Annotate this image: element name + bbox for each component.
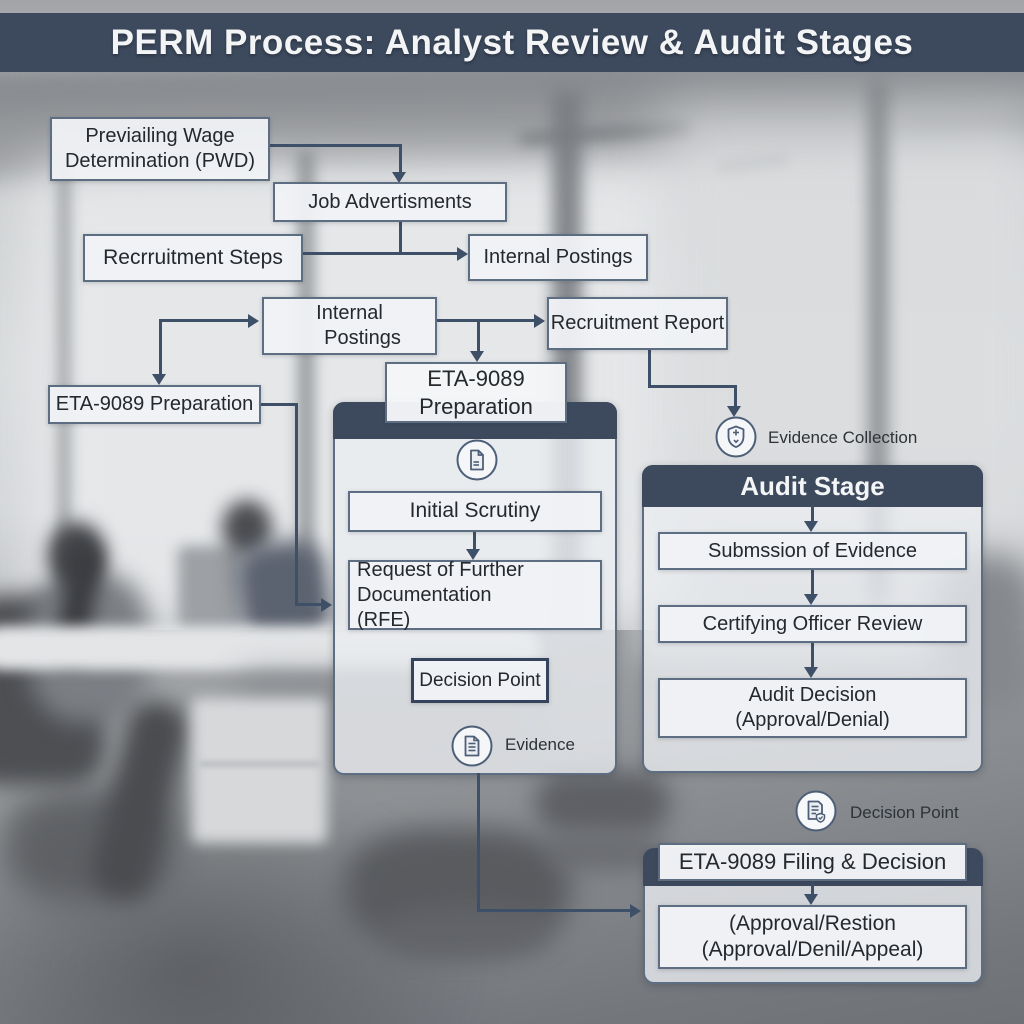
flow-connector <box>159 319 249 322</box>
decision-point-label: Decision Point <box>850 803 959 823</box>
arrow-down-icon <box>804 667 818 678</box>
flow-connector <box>295 403 298 606</box>
pwd-line2: Determination (PWD) <box>64 150 256 172</box>
filing-decision-title: ETA-9089 Filing & Decision <box>678 849 947 875</box>
evidence-document-icon <box>451 725 493 767</box>
rfe-box: Request of Further Documentation (RFE) <box>348 558 602 631</box>
decision-point-box: Decision Point <box>411 658 549 703</box>
recruitment-steps-box: Recrruitment Steps <box>83 234 303 282</box>
approval-line1: (Approval/Restion <box>729 911 896 935</box>
analyst-title-line1: ETA-9089 <box>427 366 525 391</box>
recruitment-report-box: Recruitment Report <box>547 297 728 350</box>
flow-connector <box>295 603 322 606</box>
evidence-label: Evidence <box>505 735 575 755</box>
internal-postings-label: Internal Postings <box>483 246 633 268</box>
audit-stage-title: Audit Stage <box>740 471 885 501</box>
page-title: PERM Process: Analyst Review & Audit Sta… <box>110 22 914 62</box>
job-advertisements-box: Job Advertisments <box>273 182 507 222</box>
bg-shape <box>200 762 320 766</box>
arrow-right-icon <box>630 904 641 918</box>
eta-prep-label: ETA-9089 Preparation <box>55 393 254 415</box>
bg-cabinet <box>192 698 327 843</box>
flow-connector <box>473 532 476 552</box>
initial-scrutiny-box: Initial Scrutiny <box>348 491 602 532</box>
bg-monitor <box>178 546 242 638</box>
audit-stage-header: Audit Stage <box>642 465 983 507</box>
arrow-right-icon <box>321 598 332 612</box>
shield-evidence-icon <box>715 416 757 458</box>
audit-decision-line1: Audit Decision <box>748 684 877 706</box>
flow-connector <box>811 570 814 596</box>
document-icon <box>456 439 498 481</box>
internal-postings2-line1: Internal <box>316 302 383 324</box>
arrow-right-icon <box>457 247 468 261</box>
flow-connector <box>303 252 458 255</box>
flow-connector <box>811 643 814 669</box>
pwd-line1: Previailing Wage <box>85 125 235 147</box>
flow-connector <box>811 505 814 524</box>
audit-decision-line2: (Approval/Denial) <box>735 709 890 731</box>
arrow-down-icon <box>466 549 480 560</box>
rfe-line2: (RFE) <box>357 608 411 631</box>
bg-chair <box>535 772 670 834</box>
eta-9089-preparation-box: ETA-9089 Preparation <box>48 385 261 424</box>
certifying-officer-review-label: Certifying Officer Review <box>702 612 923 635</box>
arrow-down-icon <box>152 374 166 385</box>
flow-connector <box>268 144 402 147</box>
flow-connector <box>258 403 298 406</box>
flow-connector <box>477 773 480 912</box>
title-bar: PERM Process: Analyst Review & Audit Sta… <box>0 13 1024 72</box>
approval-line2: (Approval/Denil/Appeal) <box>701 938 924 961</box>
evidence-label-text: Evidence <box>505 735 575 754</box>
arrow-down-icon <box>804 521 818 532</box>
internal-postings-box: Internal Postings <box>468 234 648 281</box>
initial-scrutiny-label: Initial Scrutiny <box>409 499 541 523</box>
certifying-officer-review-box: Certifying Officer Review <box>658 605 967 643</box>
submission-of-evidence-box: Submssion of Evidence <box>658 532 967 570</box>
internal-postings2-line2: Postings <box>324 327 401 349</box>
evidence-collection-label: Evidence Collection <box>768 428 917 448</box>
arrow-down-icon <box>727 406 741 417</box>
flow-connector <box>734 385 737 408</box>
flow-connector <box>159 319 162 377</box>
arrow-right-icon <box>248 314 259 328</box>
bg-shape <box>385 906 550 958</box>
flow-connector <box>648 349 651 388</box>
decision-point-text: Decision Point <box>850 803 959 822</box>
filing-decision-title-box: ETA-9089 Filing & Decision <box>658 843 967 881</box>
arrow-down-icon <box>392 172 406 183</box>
internal-postings-box-2: Internal Postings <box>262 297 437 355</box>
arrow-right-icon <box>534 314 545 328</box>
pwd-box: Previailing Wage Determination (PWD) <box>50 117 270 181</box>
flow-connector <box>477 909 631 912</box>
analyst-title-line2: Preparation <box>419 393 533 419</box>
analyst-panel-title-box: ETA-9089 Preparation <box>385 362 567 423</box>
audit-decision-box: Audit Decision (Approval/Denial) <box>658 678 967 738</box>
approval-denial-appeal-box: (Approval/Restion (Approval/Denil/Appeal… <box>658 905 967 969</box>
decision-document-icon <box>795 790 837 832</box>
job-ads-label: Job Advertisments <box>308 190 472 213</box>
flow-connector <box>399 144 402 174</box>
flow-connector <box>477 319 480 353</box>
evidence-collection-text: Evidence Collection <box>768 428 918 447</box>
recruitment-report-label: Recruitment Report <box>550 312 725 334</box>
decision-point-box-label: Decision Point <box>419 669 541 691</box>
flow-connector <box>435 319 535 322</box>
flow-connector <box>648 385 737 388</box>
submission-of-evidence-label: Submssion of Evidence <box>707 539 917 562</box>
arrow-down-icon <box>470 351 484 362</box>
arrow-down-icon <box>804 894 818 905</box>
rfe-line1: Request of Further Documentation <box>357 558 524 606</box>
arrow-down-icon <box>804 594 818 605</box>
flow-connector <box>811 881 814 898</box>
recruitment-steps-label: Recrruitment Steps <box>103 245 283 269</box>
flow-connector <box>399 221 402 254</box>
